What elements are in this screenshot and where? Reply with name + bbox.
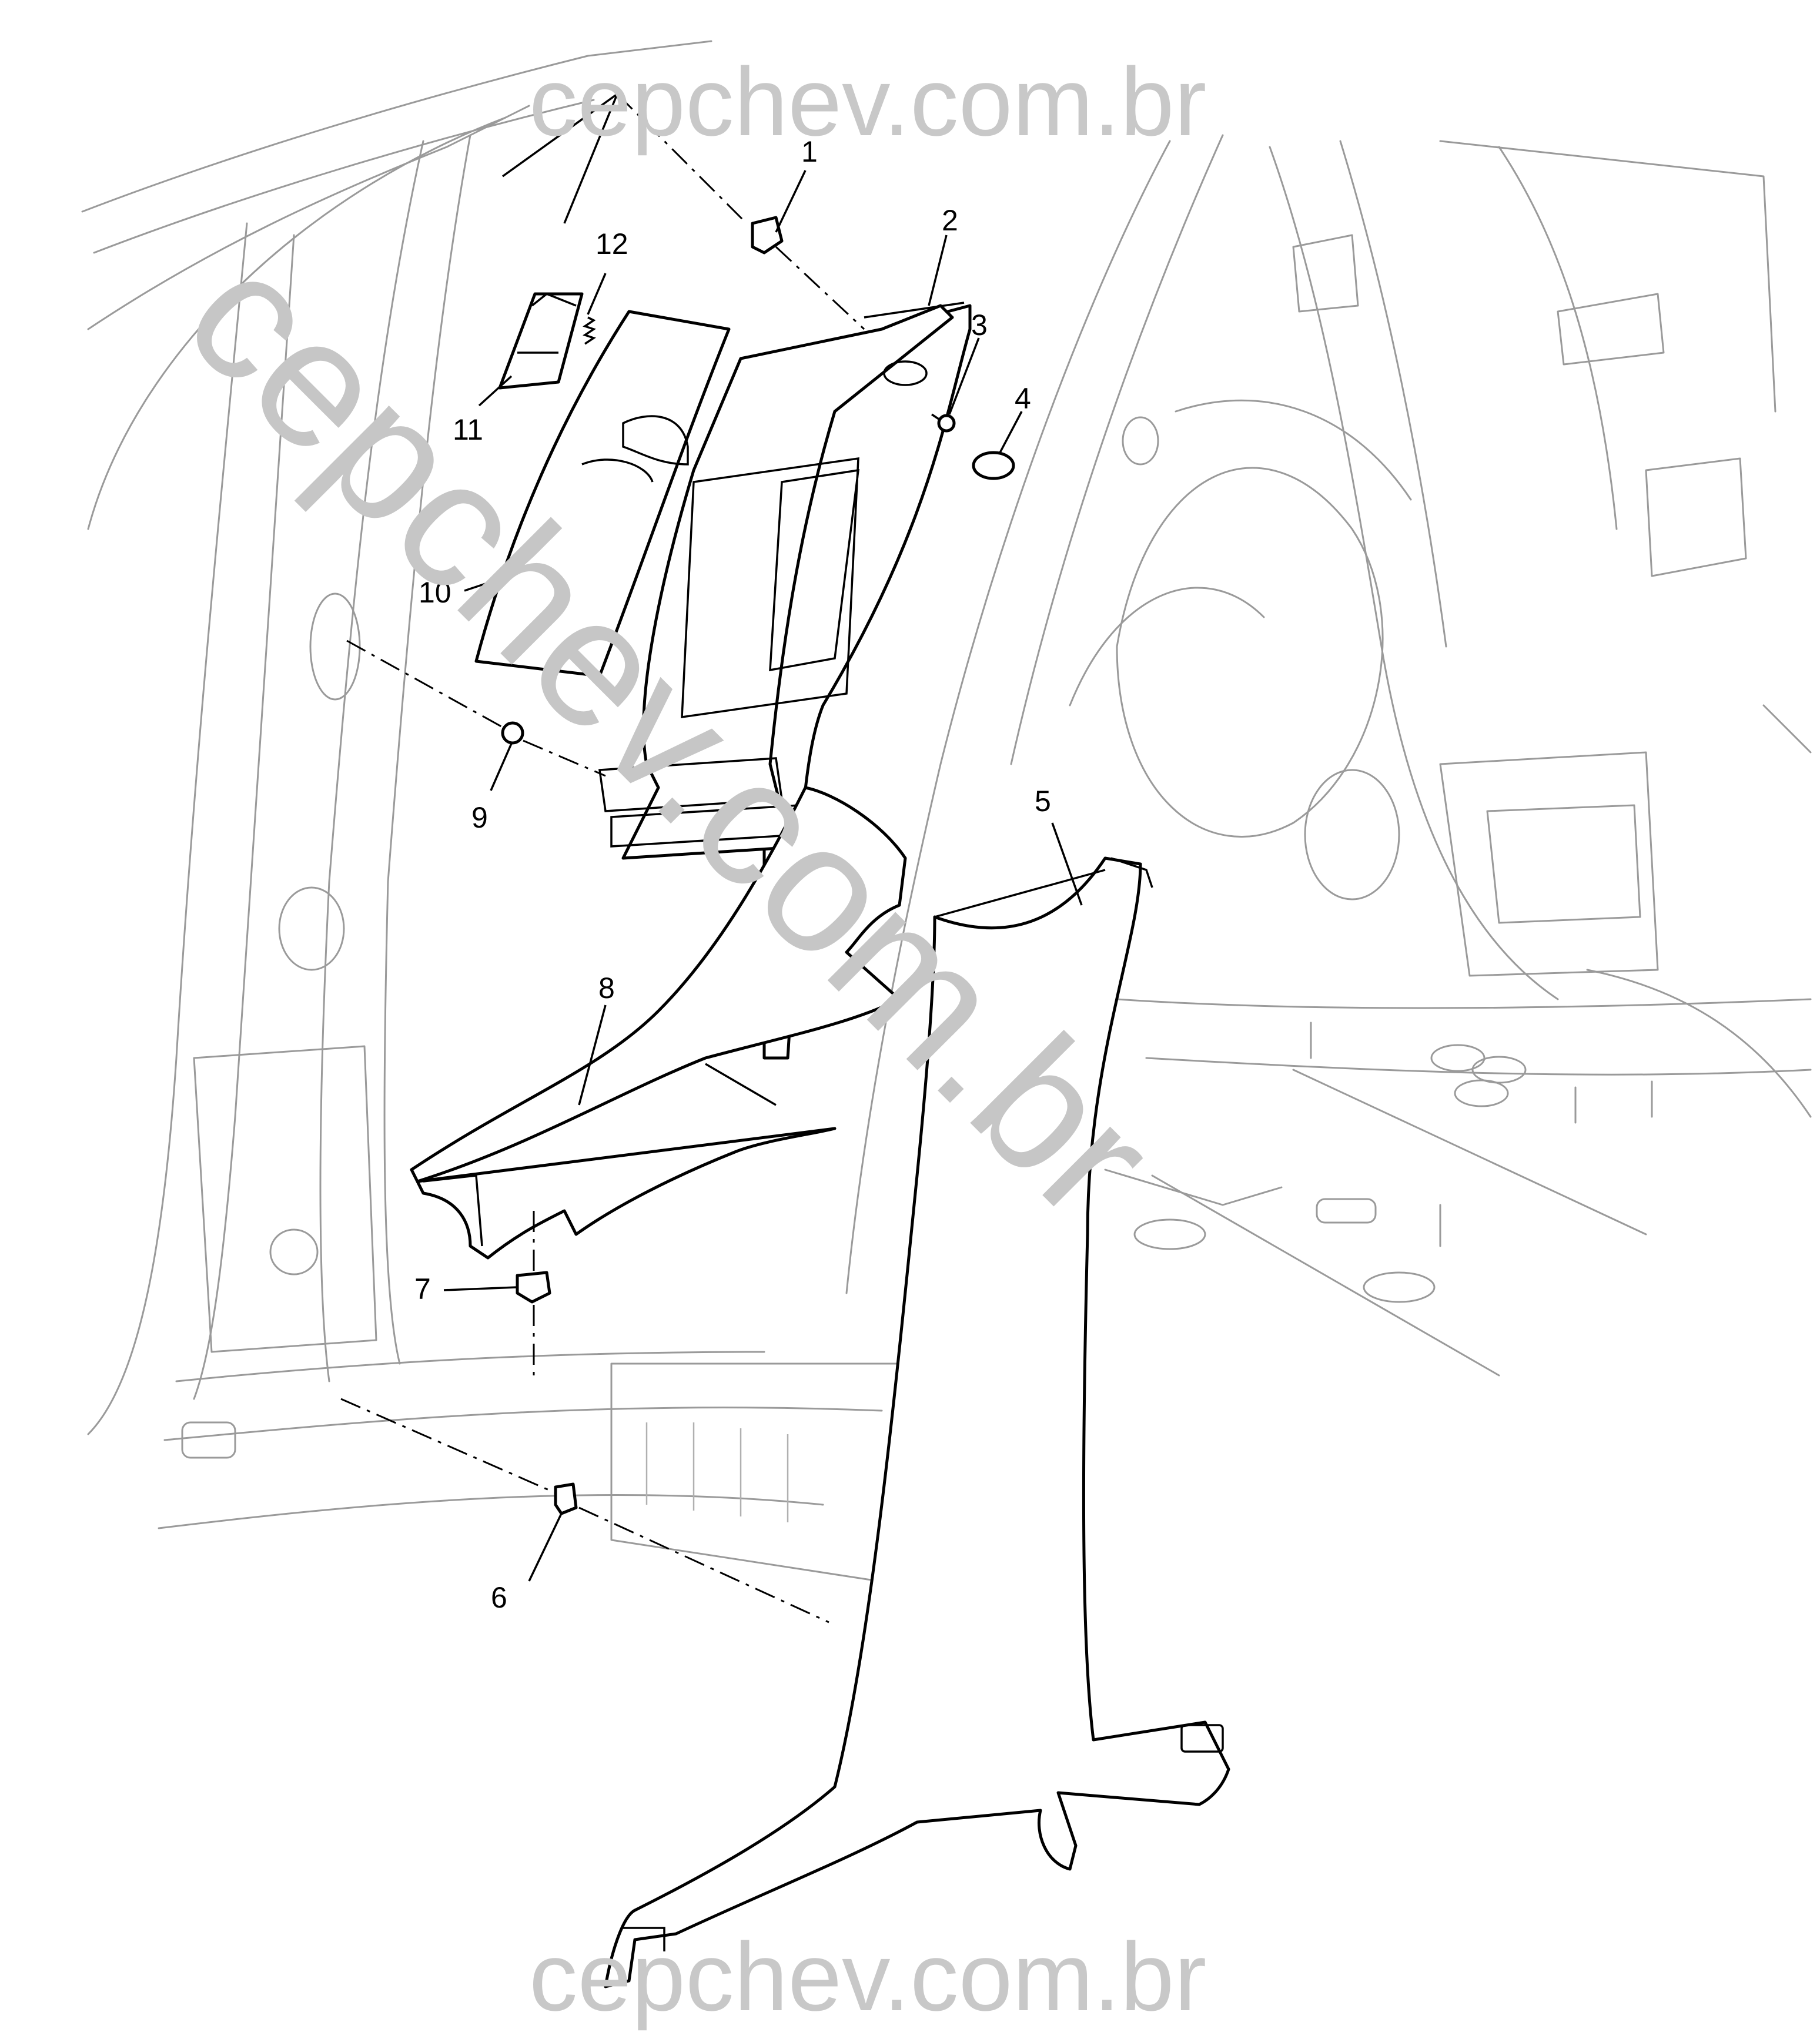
watermark-bottom: cepchev.com.br [529, 1923, 1206, 2031]
part-5-lower-b-pillar-trim [604, 856, 1230, 1988]
fastener-1-clip [751, 216, 784, 255]
fastener-9-nut [501, 721, 524, 745]
watermark-top: cepchev.com.br [529, 48, 1206, 156]
callout-9: 9 [471, 801, 488, 834]
fastener-6-clip [554, 1482, 578, 1515]
callout-7: 7 [414, 1273, 431, 1305]
callout-4: 4 [1015, 382, 1031, 415]
callout-labels: 1 2 3 4 5 6 7 8 9 10 11 12 [414, 135, 1051, 1614]
callout-5: 5 [1035, 785, 1051, 818]
callout-1: 1 [801, 135, 818, 168]
callout-10: 10 [419, 576, 451, 609]
leader-lines [443, 170, 1083, 1582]
part-10-garnish-panel [474, 310, 731, 678]
callout-2: 2 [942, 204, 958, 237]
callout-11: 11 [453, 413, 483, 446]
callout-3: 3 [971, 309, 988, 341]
alignment-lines [340, 91, 865, 1623]
part-2-upper-b-pillar-trim [598, 302, 972, 1060]
part-11-belt-guide [498, 292, 584, 390]
callout-8: 8 [598, 972, 615, 1005]
fastener-3-screw [931, 413, 956, 433]
fastener-4-cap [972, 451, 1015, 480]
callout-6: 6 [491, 1581, 507, 1614]
part-12-spring [583, 316, 596, 345]
callout-12: 12 [595, 227, 628, 260]
part-8-sill-trim [410, 786, 907, 1260]
fastener-7-clip [516, 1271, 551, 1304]
